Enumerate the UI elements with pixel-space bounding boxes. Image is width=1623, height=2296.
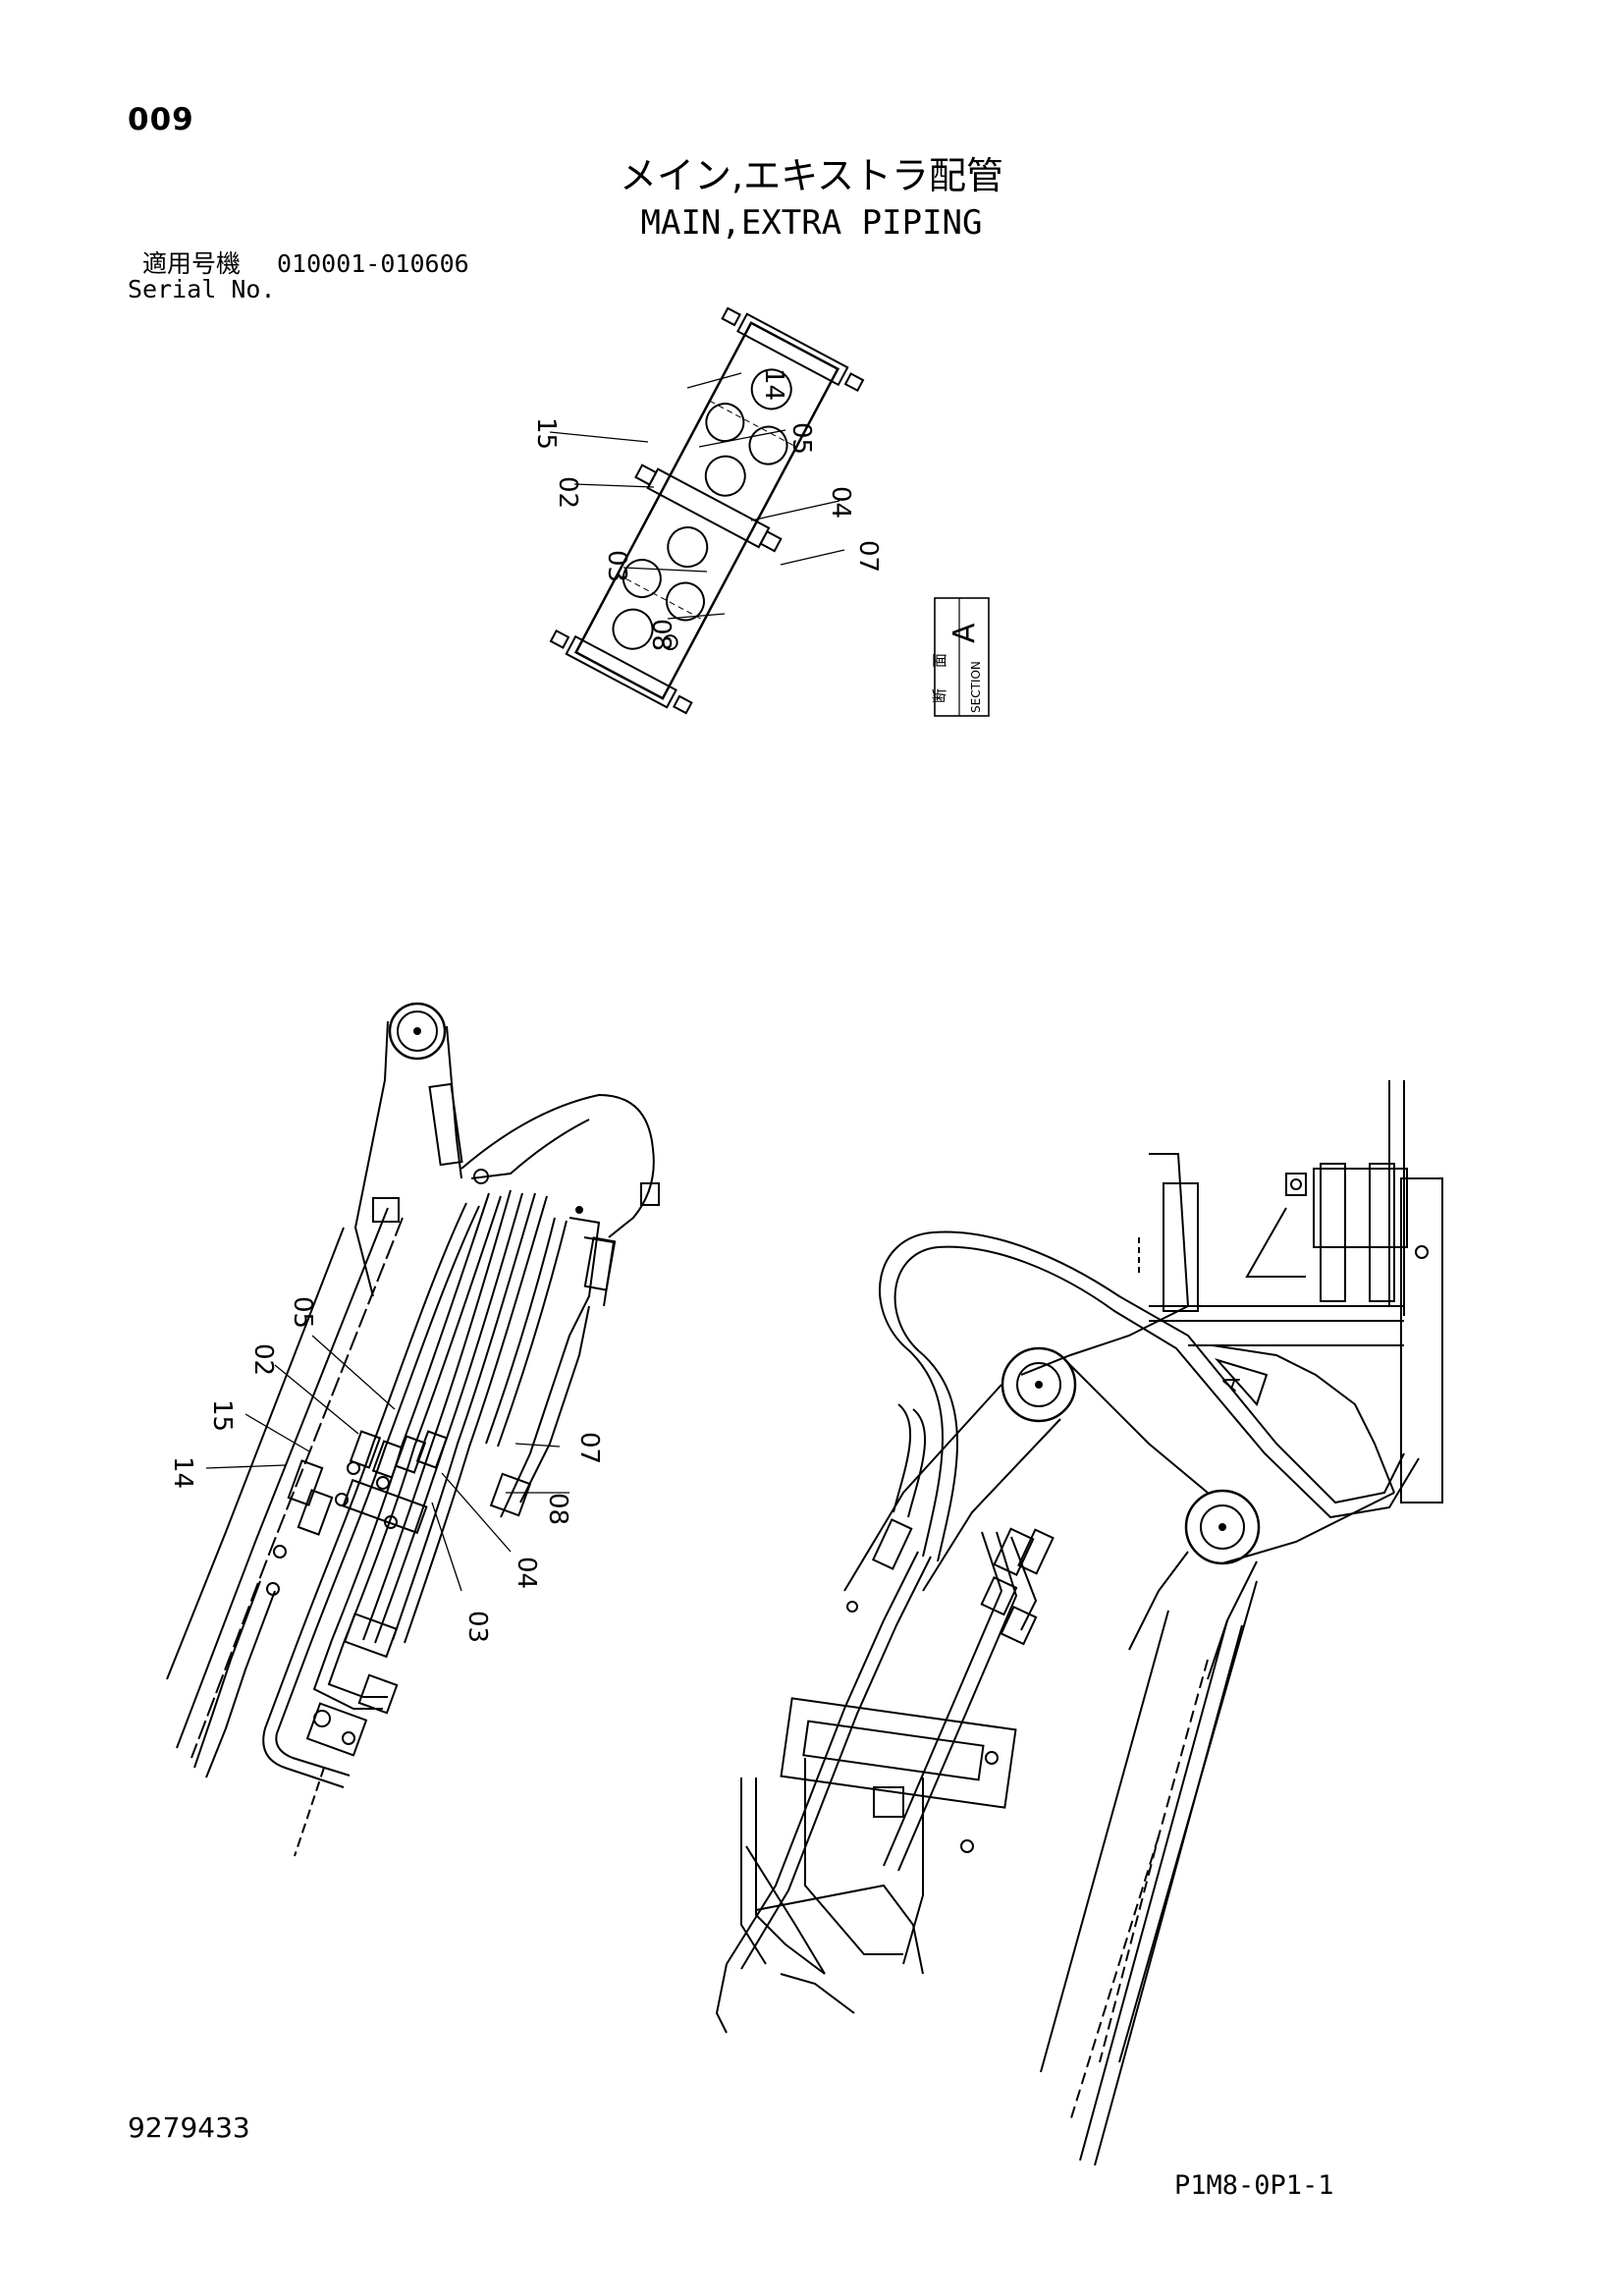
main-section-marker: A: [1217, 1372, 1246, 1394]
main-callout-15: 15: [207, 1399, 237, 1432]
main-callout-05: 05: [288, 1296, 317, 1329]
serial-range: 010001-010606: [277, 249, 469, 278]
main-callout-02: 02: [248, 1343, 278, 1376]
main-callout-07: 07: [574, 1432, 604, 1464]
section-box-jp-2: 面: [931, 653, 948, 668]
section-callout-05: 05: [786, 422, 816, 455]
document-number: 9279433: [128, 2111, 250, 2144]
serial-label-japanese: 適用号機: [142, 249, 242, 278]
section-callout-07: 07: [853, 540, 883, 573]
main-callout-08: 08: [543, 1493, 572, 1525]
page-number: 009: [128, 102, 194, 137]
boom-piping-main-view: [166, 1002, 1443, 2166]
section-callout-02: 02: [553, 476, 582, 509]
section-callout-15: 15: [531, 417, 561, 450]
main-callout-14: 14: [168, 1456, 197, 1489]
section-box-jp-1: 断: [931, 688, 948, 703]
main-callout-03: 03: [462, 1611, 492, 1643]
section-a-clamp-view: [549, 306, 865, 715]
section-callout-14: 14: [759, 368, 788, 401]
section-box-letter: A: [947, 623, 982, 643]
section-callout-04: 04: [826, 486, 855, 519]
main-view-leader-lines: [205, 1335, 569, 1592]
section-callout-03: 03: [602, 550, 631, 582]
main-callout-04: 04: [512, 1557, 541, 1589]
page-title-japanese: メイン,エキストラ配管: [620, 154, 1003, 197]
section-callout-08: 08: [646, 619, 676, 651]
serial-label-english: Serial No.: [128, 275, 276, 303]
page-title-english: MAIN,EXTRA PIPING: [640, 203, 983, 243]
section-a-label-box: [934, 597, 990, 717]
section-box-english: SECTION: [969, 661, 983, 713]
page-code: P1M8-0P1-1: [1174, 2170, 1334, 2201]
